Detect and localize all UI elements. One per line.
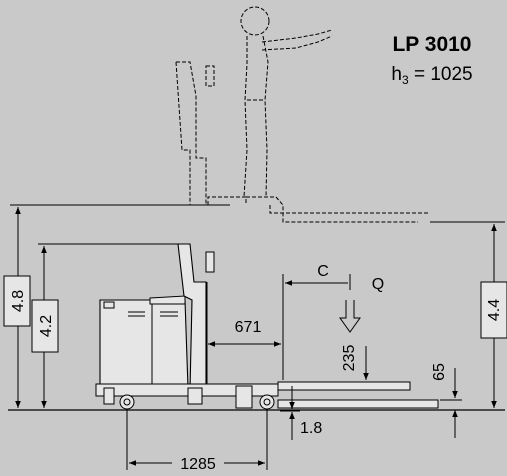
operator-figure: [240, 6, 333, 198]
load-arrow-icon: [339, 300, 361, 333]
truck-body: [95, 243, 439, 410]
dim-overall-height: 4.8: [3, 204, 230, 408]
raised-platform: [175, 61, 430, 223]
wheelbase-label: 1285: [180, 456, 216, 473]
upper-fork: [277, 381, 411, 391]
dim-mast-offset: 671: [208, 319, 281, 347]
overall-height-label: 4.8: [10, 290, 27, 312]
rear-wheel: [119, 394, 135, 410]
dim-lift-height: 4.4: [430, 221, 507, 408]
q-label: Q: [372, 276, 384, 293]
lift-height-spec: h3 = 1025: [391, 64, 472, 87]
dim-load-center: C Q: [282, 263, 384, 380]
ground-clearance-label: 1.8: [300, 420, 322, 437]
mast-offset-label: 671: [235, 319, 262, 336]
spec-value: = 1025: [409, 64, 473, 85]
spec-subscript: 3: [402, 73, 409, 87]
c-label: C: [317, 263, 329, 280]
mast-height-label: 4.2: [38, 315, 55, 337]
front-wheel: [259, 394, 275, 410]
fork-height-label: 65: [431, 363, 448, 381]
lower-fork: [277, 399, 439, 409]
spec-symbol: h: [391, 64, 402, 85]
dim-wheelbase: 1285: [126, 410, 268, 473]
lift-height-label: 4.4: [486, 299, 503, 321]
dim-load-center-height: 235: [341, 345, 369, 380]
dim-ground-clearance: 1.8: [280, 386, 322, 440]
dim-mast-height: 4.2: [31, 243, 178, 408]
dim-fork-height: 65: [431, 363, 462, 438]
model-title: LP 3010: [392, 33, 471, 56]
load-center-height-label: 235: [341, 345, 358, 372]
